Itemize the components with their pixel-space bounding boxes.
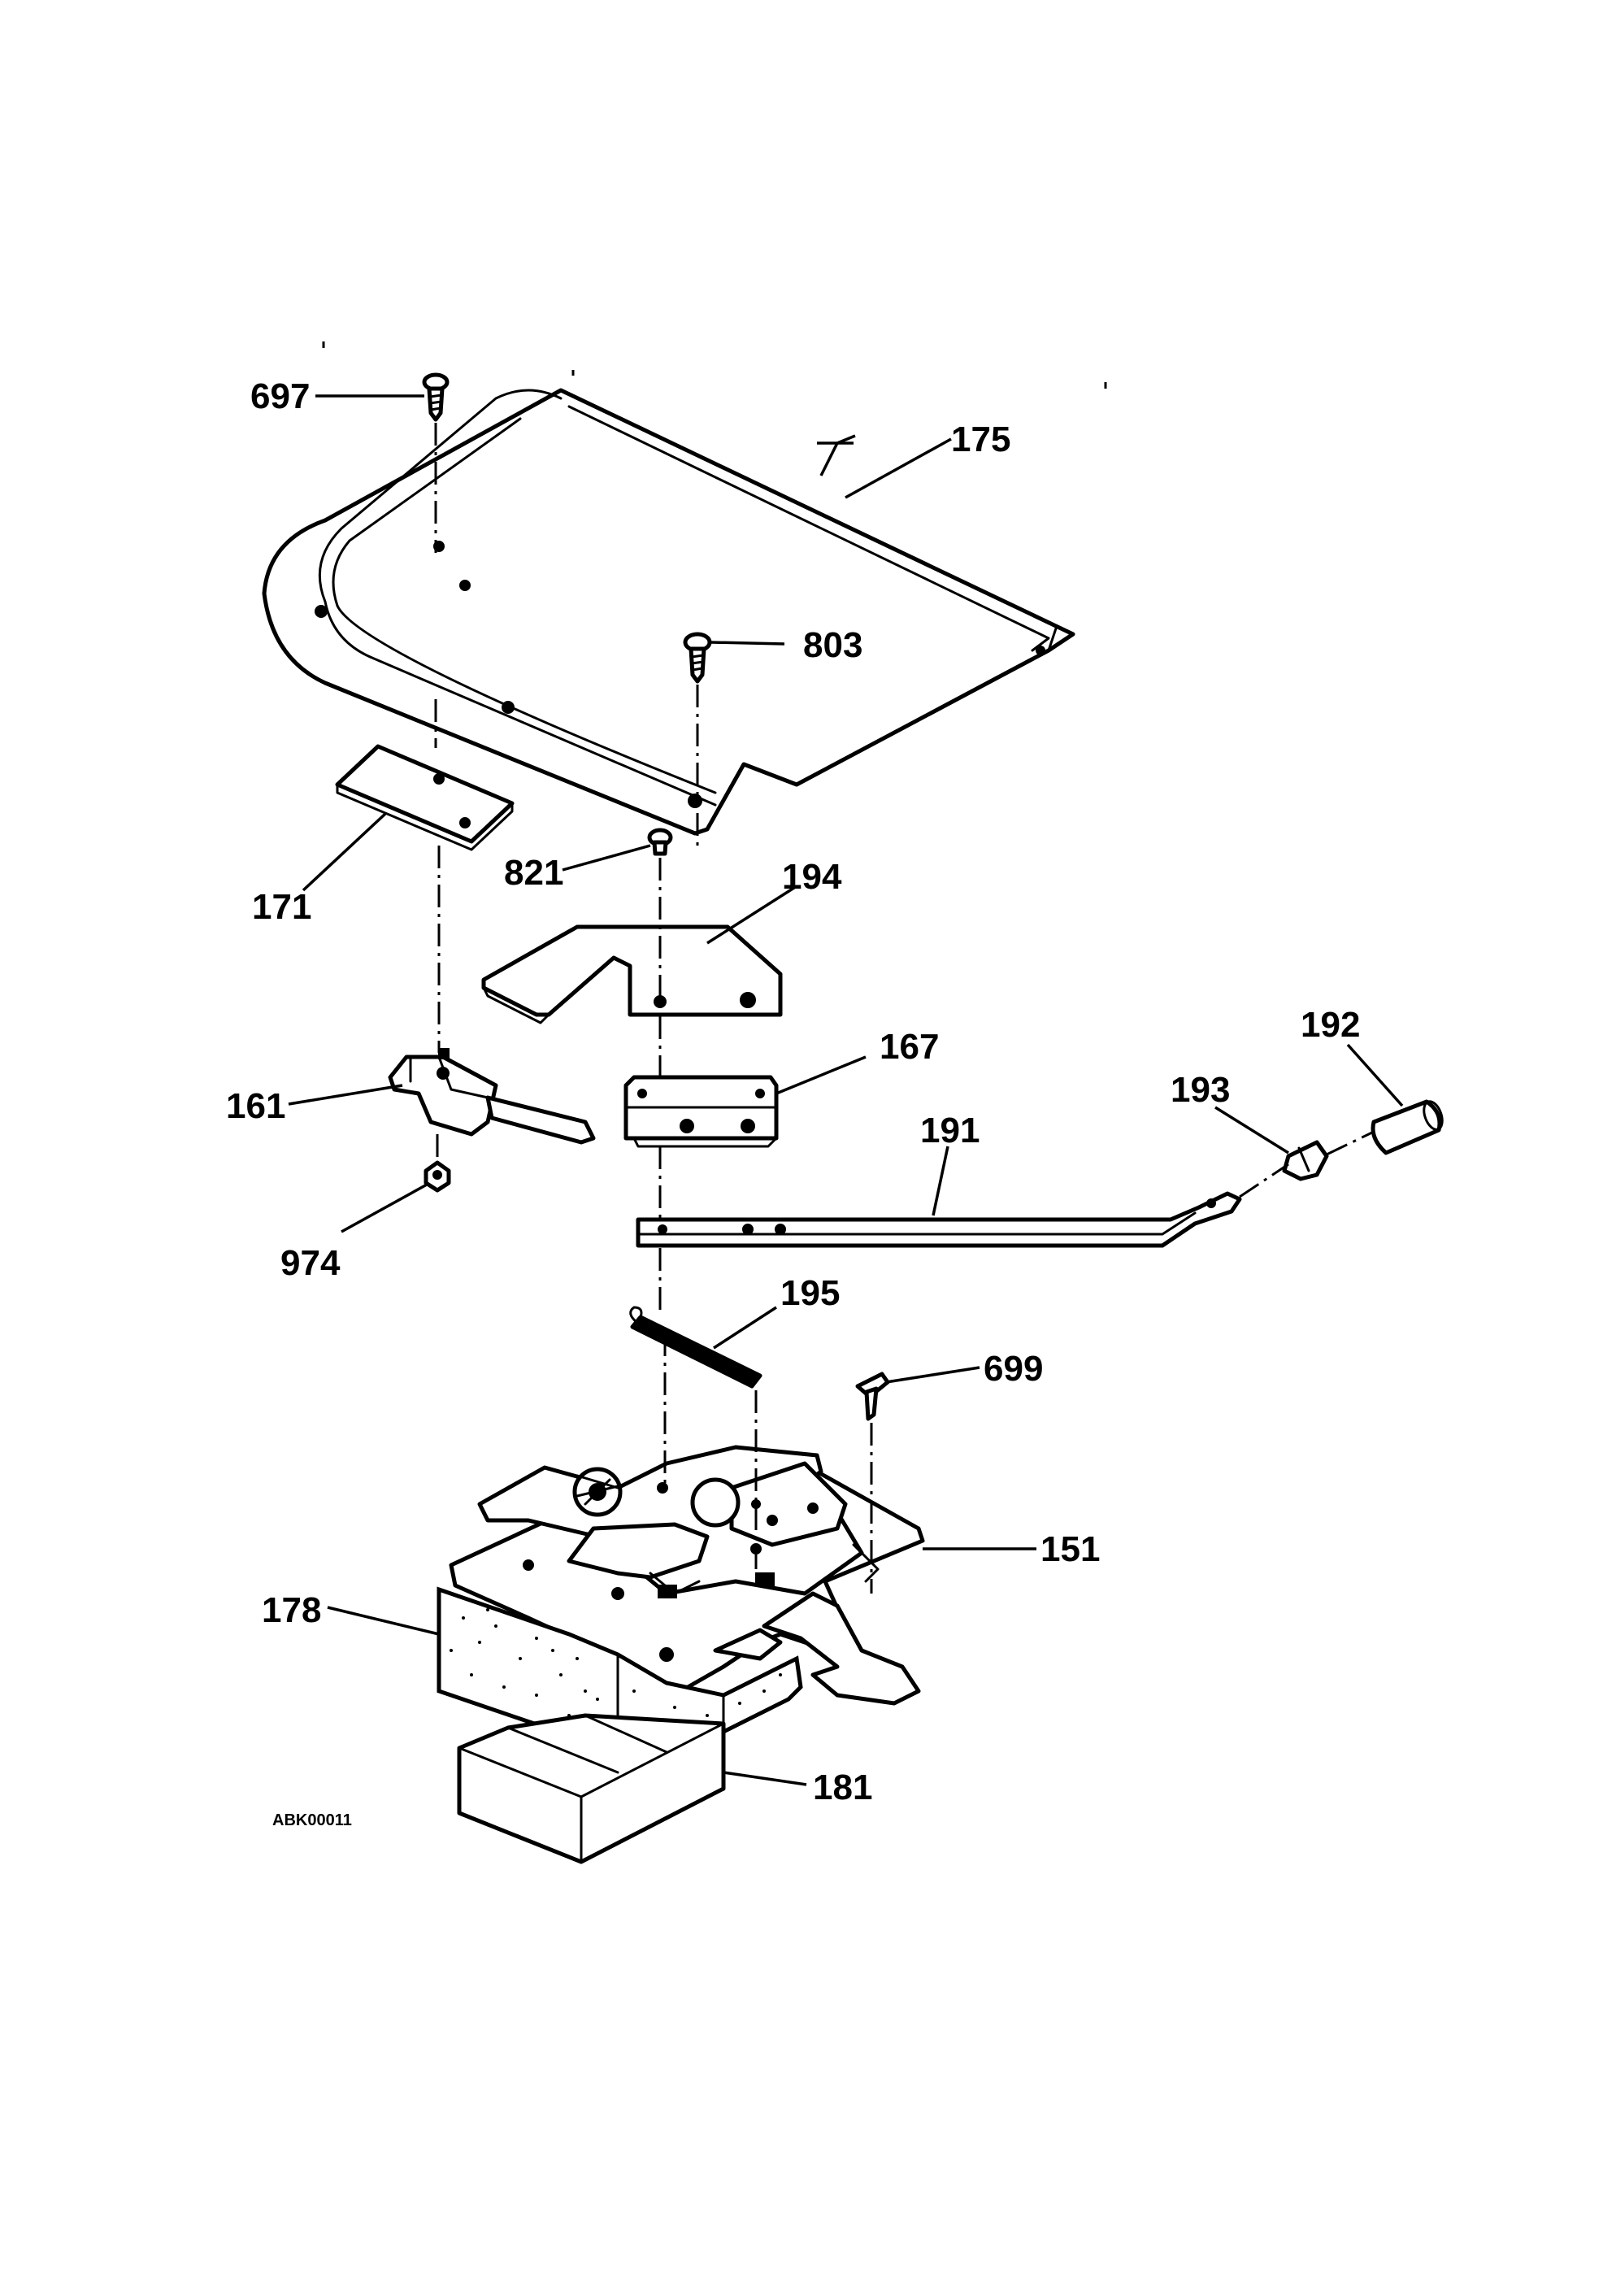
callout-171: 171 bbox=[252, 887, 311, 927]
callout-178: 178 bbox=[262, 1590, 321, 1630]
part-821-screw bbox=[647, 828, 673, 856]
part-699-screw bbox=[855, 1372, 890, 1421]
callout-697: 697 bbox=[250, 376, 310, 416]
callout-195: 195 bbox=[780, 1273, 840, 1313]
callout-labels: 697 175 803 171 821 194 161 167 192 193 … bbox=[226, 376, 1360, 1829]
callout-181: 181 bbox=[813, 1768, 872, 1807]
part-181-box bbox=[457, 1713, 726, 1864]
part-167-block bbox=[623, 1075, 779, 1148]
assembly-centerlines bbox=[322, 341, 1375, 1594]
part-151-latch-assembly bbox=[449, 1445, 925, 1706]
diagram-id-code: ABK00011 bbox=[272, 1811, 352, 1829]
part-194-bracket bbox=[481, 924, 783, 1024]
callout-821: 821 bbox=[504, 853, 563, 893]
part-193-clip bbox=[1282, 1140, 1329, 1181]
callout-161: 161 bbox=[226, 1086, 285, 1126]
part-171-pad bbox=[335, 744, 515, 851]
part-195-spring bbox=[629, 1306, 762, 1389]
callout-699: 699 bbox=[984, 1349, 1043, 1389]
callout-151: 151 bbox=[1040, 1529, 1100, 1569]
callout-167: 167 bbox=[880, 1027, 939, 1067]
part-192-knob bbox=[1371, 1099, 1444, 1155]
part-974-nut bbox=[424, 1160, 451, 1193]
part-175-top-cover bbox=[262, 388, 1075, 836]
callout-leaders bbox=[288, 394, 1404, 1786]
callout-803: 803 bbox=[803, 625, 862, 665]
callout-974: 974 bbox=[280, 1243, 341, 1283]
part-161-switch bbox=[388, 1048, 596, 1145]
callout-193: 193 bbox=[1171, 1070, 1230, 1110]
callout-191: 191 bbox=[920, 1111, 980, 1150]
part-803-screw bbox=[683, 632, 712, 684]
callout-194: 194 bbox=[782, 857, 842, 897]
part-697-screw bbox=[422, 372, 450, 422]
callout-192: 192 bbox=[1301, 1005, 1360, 1045]
callout-175: 175 bbox=[951, 420, 1010, 459]
part-191-rod bbox=[636, 1191, 1242, 1248]
